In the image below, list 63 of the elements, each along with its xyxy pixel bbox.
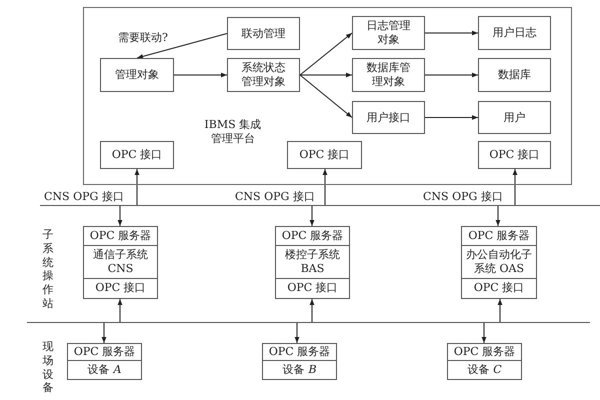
arrow <box>102 322 106 344</box>
process-box: OPC 接口 <box>287 141 362 169</box>
process-box: 系统状态管理对象 <box>227 58 300 92</box>
row-label: 现场设备 <box>42 340 54 395</box>
arrow <box>496 205 500 226</box>
arrow <box>136 33 228 59</box>
arrow <box>118 298 122 323</box>
interface-section: OPC 接口 <box>462 278 536 298</box>
interface-section: OPC 接口 <box>276 278 349 298</box>
arrow <box>300 72 352 78</box>
arrow <box>310 205 314 226</box>
arrow <box>294 322 300 344</box>
station-box <box>275 226 350 299</box>
bus-line <box>27 322 590 323</box>
station-box <box>262 343 337 380</box>
server-section: OPC 服务器 <box>448 344 521 362</box>
process-box: 数据库管理对象 <box>352 58 425 92</box>
platform-frame <box>83 7 572 185</box>
process-box: OPC 接口 <box>100 141 174 169</box>
process-box: 日志管理对象 <box>352 16 425 50</box>
station-box <box>83 226 158 299</box>
bus-line <box>40 205 600 206</box>
row-label: 子系统操作站 <box>42 228 54 310</box>
arrow <box>482 322 486 344</box>
edge-label: 需要联动? <box>118 30 168 45</box>
arrow <box>134 168 140 206</box>
name-section: 设备 C <box>448 361 521 379</box>
arrow <box>424 72 478 78</box>
name-section: 办公自动化子系统 OAS <box>462 246 536 279</box>
arrow <box>424 115 478 120</box>
server-section: OPC 服务器 <box>68 344 141 362</box>
station-box <box>67 343 142 380</box>
server-section: OPC 服务器 <box>276 227 349 246</box>
process-box: OPC 接口 <box>478 141 551 169</box>
process-box: 用户接口 <box>352 101 425 134</box>
process-box: 联动管理 <box>227 17 300 50</box>
process-box: 用户日志 <box>478 16 551 50</box>
platform-title: IBMS 集成管理平台 <box>203 118 262 147</box>
station-box <box>461 226 537 299</box>
name-section: 设备 B <box>263 361 336 379</box>
arrow <box>174 72 228 78</box>
arrow <box>118 205 122 226</box>
bus-label: CNS OPG 接口 <box>44 189 124 204</box>
arrow <box>300 32 352 76</box>
server-section: OPC 服务器 <box>84 227 157 246</box>
process-box: 数据库 <box>478 58 551 92</box>
arrow <box>322 168 328 206</box>
process-box: 用户 <box>478 101 551 134</box>
bus-label: CNS OPG 接口 <box>235 189 315 204</box>
server-section: OPC 服务器 <box>462 227 536 246</box>
arrow <box>424 30 478 36</box>
bus-label: CNS OPG 接口 <box>423 189 503 204</box>
arrow <box>498 298 502 323</box>
arrow <box>300 74 352 118</box>
server-section: OPC 服务器 <box>263 344 336 362</box>
station-box <box>447 343 522 380</box>
interface-section: OPC 接口 <box>84 278 157 298</box>
name-section: 楼控子系统 BAS <box>276 246 349 279</box>
arrow <box>512 168 518 206</box>
name-section: 设备 A <box>68 361 141 379</box>
name-section: 通信子系统 CNS <box>84 246 157 279</box>
process-box: 管理对象 <box>100 58 174 92</box>
arrow <box>310 298 314 323</box>
